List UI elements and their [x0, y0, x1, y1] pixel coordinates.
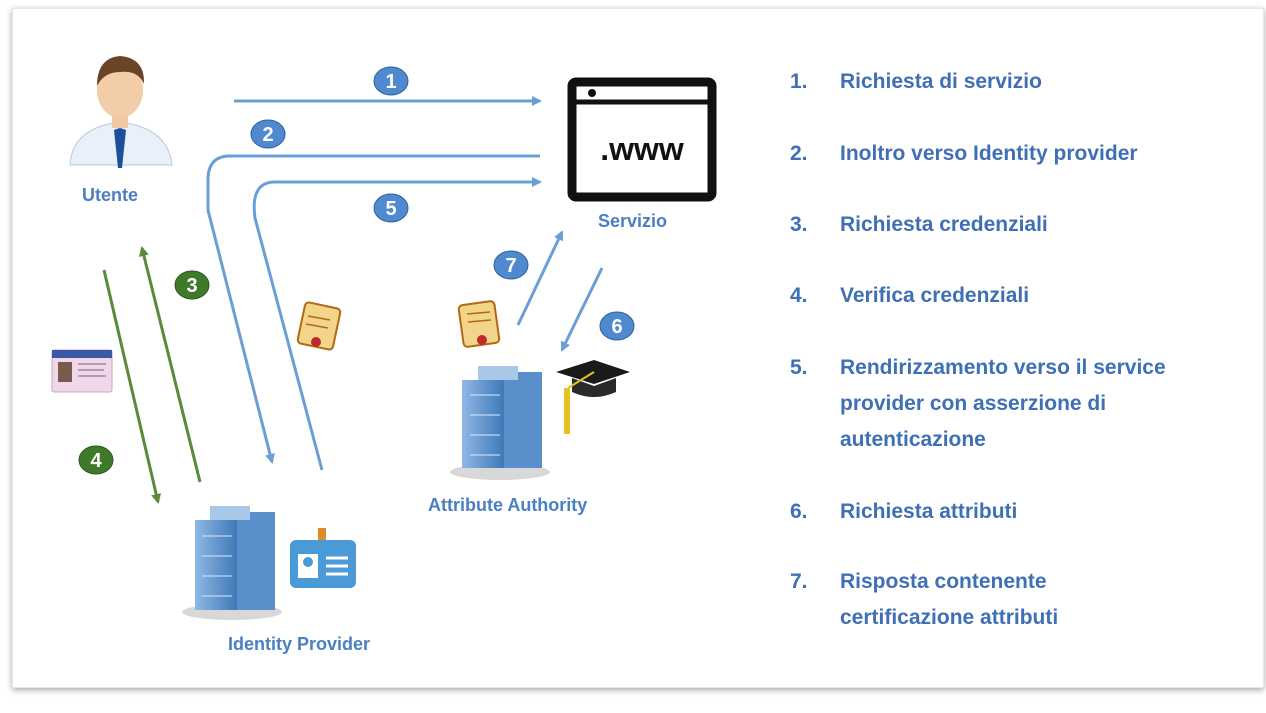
step-item: 5. Rendirizzamento verso il service prov… — [790, 350, 1230, 458]
step-number: 2. — [790, 142, 808, 165]
badge-1: 1 — [373, 66, 409, 96]
attribute-authority-label: Attribute Authority — [428, 495, 588, 515]
step-number: 7. — [790, 570, 808, 593]
step-number: 5. — [790, 356, 808, 379]
badge-5: 5 — [373, 193, 409, 223]
svg-text:7: 7 — [505, 255, 516, 277]
user-label: Utente — [82, 185, 139, 205]
certificate-scroll-icon — [296, 301, 342, 351]
step-item: 3. Richiesta credenziali — [790, 207, 1048, 243]
step-text: Rendirizzamento verso il service provide… — [840, 356, 1166, 451]
svg-text:2: 2 — [262, 124, 273, 146]
step-item: 4. Verifica credenziali — [790, 278, 1029, 314]
step-text: Richiesta di servizio — [840, 70, 1042, 93]
badge-4: 4 — [78, 445, 114, 475]
browser-window-icon — [567, 77, 717, 202]
certificate-scroll-icon — [457, 300, 501, 348]
step-item: 1. Richiesta di servizio — [790, 64, 1042, 100]
step-text: Inoltro verso Identity provider — [840, 142, 1138, 165]
identity-provider-label: Identity Provider — [228, 634, 371, 654]
identity-provider-building-icon — [182, 506, 282, 620]
user-icon — [69, 56, 173, 168]
id-card-icon — [51, 349, 113, 393]
badge-2: 2 — [250, 119, 286, 149]
step-item: 6. Richiesta attributi — [790, 494, 1017, 530]
badge-7: 7 — [493, 250, 529, 280]
arrow-3 — [139, 246, 202, 483]
arrow-7 — [516, 230, 564, 326]
step-number: 6. — [790, 500, 808, 523]
svg-text:5: 5 — [385, 198, 396, 220]
attribute-authority-building-icon — [450, 366, 550, 480]
badge-6: 6 — [599, 311, 635, 341]
id-badge-icon — [290, 528, 356, 588]
arrow-5 — [252, 177, 542, 471]
step-item: 7. Risposta contenente certificazione at… — [790, 564, 1130, 636]
step-text: Richiesta attributi — [840, 500, 1018, 523]
step-text: Richiesta credenziali — [840, 213, 1048, 236]
arrow-6 — [560, 267, 604, 352]
svg-text:4: 4 — [90, 450, 102, 472]
step-number: 3. — [790, 213, 808, 236]
arrow-4 — [102, 269, 162, 504]
service-label: Servizio — [598, 211, 668, 231]
badge-3: 3 — [174, 270, 210, 300]
graduation-cap-icon — [556, 360, 630, 434]
arrow-2 — [206, 154, 540, 464]
svg-text:3: 3 — [186, 275, 197, 297]
step-text: Risposta contenente certificazione attri… — [840, 570, 1059, 629]
svg-text:1: 1 — [385, 71, 396, 93]
step-text: Verifica credenziali — [840, 284, 1030, 307]
www-label: .www — [600, 131, 684, 167]
svg-text:6: 6 — [611, 316, 622, 338]
step-item: 2. Inoltro verso Identity provider — [790, 136, 1138, 172]
step-number: 1. — [790, 70, 808, 93]
step-number: 4. — [790, 284, 808, 307]
